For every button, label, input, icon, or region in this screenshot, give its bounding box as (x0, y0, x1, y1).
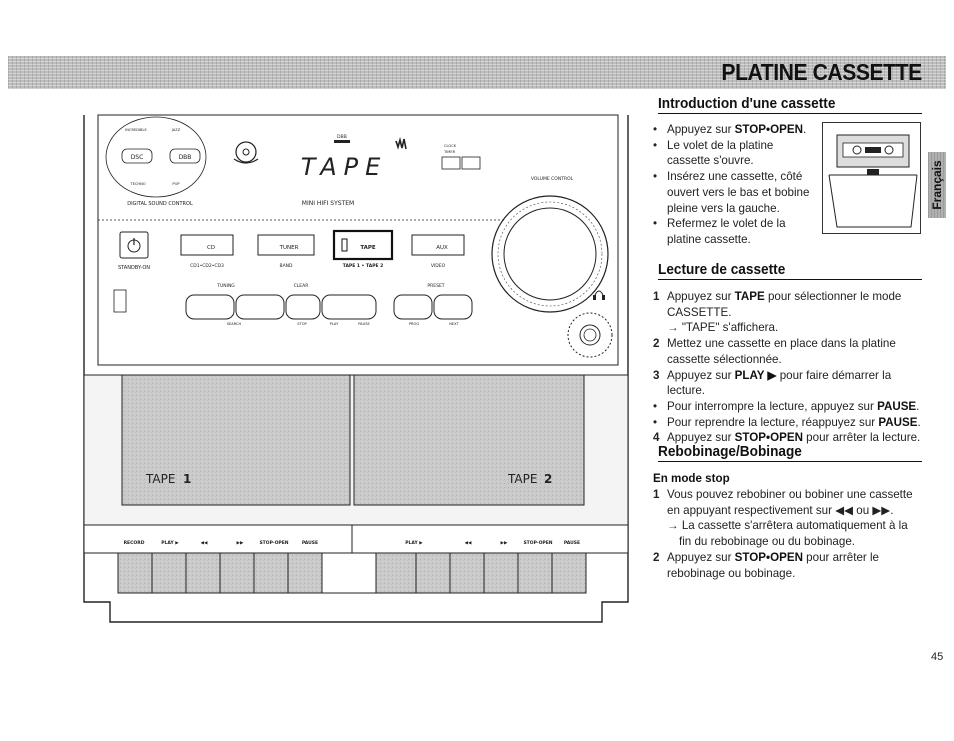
svg-text:PLAY ▶: PLAY ▶ (405, 540, 423, 546)
svg-text:PROG: PROG (409, 322, 419, 326)
header-band: PLATINE CASSETTE (8, 56, 946, 89)
svg-text:TUNER: TUNER (279, 245, 299, 251)
cassette-insertion-figure (822, 122, 921, 234)
source-aux-button: AUX VIDEO (411, 234, 465, 269)
digital-sound-control-label: DIGITAL SOUND CONTROL (127, 201, 193, 207)
volume-control-label: VOLUME CONTROL (531, 176, 574, 182)
page-number: 45 (931, 651, 944, 663)
section-title-intro: Introduction d'une cassette (658, 96, 922, 114)
svg-text:RECORD: RECORD (124, 540, 145, 546)
tape-deck-2: TAPE 2 (353, 374, 585, 506)
incredible-label: INCREDIBLE (125, 128, 147, 132)
svg-text:1: 1 (183, 472, 191, 486)
section-title-lecture: Lecture de cassette (658, 262, 922, 280)
transport-button-row: TUNING CLEAR PRESET SEARCH STOP PLAY PAU… (113, 283, 473, 326)
svg-text:TAPE: TAPE (145, 472, 175, 486)
svg-text:◀◀: ◀◀ (465, 541, 472, 546)
techno-label: TECHNO (129, 182, 145, 186)
svg-text:◀◀: ◀◀ (201, 541, 208, 546)
list-item: •Le volet de la platine cassette s'ouvre… (653, 138, 774, 168)
dbb-display-indicator: DBB (337, 134, 347, 140)
list-item: •Appuyez sur STOP•OPEN. (653, 123, 807, 136)
svg-text:PLAY: PLAY (330, 322, 339, 326)
svg-text:TAPE: TAPE (360, 245, 376, 251)
source-cd-button: CD CD1•CD2•CD3 (180, 234, 234, 269)
svg-text:▶▶: ▶▶ (237, 541, 244, 546)
svg-text:NEXT: NEXT (449, 322, 459, 326)
dbb-button-label: DBB (179, 154, 192, 161)
svg-text:TAPE: TAPE (507, 472, 537, 486)
display-tape-text: TAPE (301, 153, 388, 181)
svg-text:PAUSE: PAUSE (358, 322, 370, 326)
page-title: PLATINE CASSETTE (721, 59, 923, 85)
svg-text:PAUSE: PAUSE (302, 540, 318, 546)
disc-icon (233, 141, 259, 164)
svg-text:PRESET: PRESET (427, 283, 444, 289)
dsc-label: DSC (131, 154, 144, 161)
svg-text:2: 2 (544, 472, 552, 486)
svg-text:CD1•CD2•CD3: CD1•CD2•CD3 (190, 263, 224, 269)
volume-knob (491, 195, 609, 313)
headphone-icon (593, 290, 605, 300)
svg-text:PLAY ▶: PLAY ▶ (161, 540, 179, 546)
svg-text:SEARCH: SEARCH (227, 322, 242, 326)
standby-button: STANDBY-ON (118, 231, 150, 271)
list-item: •Pour reprendre la lecture, réappuyez su… (653, 415, 921, 429)
svg-text:PAUSE: PAUSE (564, 540, 580, 546)
deck-keys (117, 552, 587, 594)
source-tuner-button: TUNER BAND (257, 234, 315, 269)
svg-text:AUX: AUX (436, 245, 448, 251)
intro-list: •Appuyez sur STOP•OPEN. •Le volet de la … (653, 122, 813, 248)
hifi-illustration: DSC DBB INCREDIBLE JAZZ TECHNO POP DIGIT… (76, 107, 636, 625)
svg-text:STOP·OPEN: STOP·OPEN (523, 540, 552, 546)
jazz-label: JAZZ (171, 128, 181, 132)
svg-text:CLEAR: CLEAR (294, 283, 309, 289)
svg-text:TAPE 1 • TAPE 2: TAPE 1 • TAPE 2 (343, 263, 384, 269)
standby-label: STANDBY-ON (118, 265, 150, 271)
timer-label: TIMER (443, 150, 456, 154)
source-tape-button: TAPE TAPE 1 • TAPE 2 (332, 229, 394, 269)
svg-text:CD: CD (207, 245, 215, 251)
svg-text:TUNING: TUNING (216, 283, 235, 289)
list-item: •Refermez le volet de la platine cassett… (653, 217, 786, 246)
clock-label: CLOCK (444, 144, 457, 148)
svg-text:▶▶: ▶▶ (501, 541, 508, 546)
list-item: •Pour interrompre la lecture, appuyez su… (653, 399, 920, 413)
svg-text:STOP·OPEN: STOP·OPEN (259, 540, 288, 546)
section-title-rebobinage: Rebobinage/Bobinage (658, 444, 922, 462)
list-item: •Insérez une cassette, côté ouvert vers … (653, 170, 810, 215)
deck2-control-labels: PLAY ▶ ◀◀ ▶▶ STOP·OPEN PAUSE (405, 540, 580, 546)
subheading-en-mode-stop: En mode stop (653, 472, 730, 485)
svg-text:BAND: BAND (280, 263, 294, 269)
svg-text:VIDEO: VIDEO (431, 263, 446, 269)
pop-label: POP (172, 182, 180, 186)
tape-deck-1: TAPE 1 (121, 374, 351, 506)
svg-text:STOP: STOP (297, 322, 307, 326)
deck1-control-labels: RECORD PLAY ▶ ◀◀ ▶▶ STOP·OPEN PAUSE (124, 540, 319, 546)
mini-hifi-label: MINI HIFI SYSTEM (302, 200, 354, 207)
language-tab: Français (928, 152, 946, 218)
sound-control-cluster: DSC DBB INCREDIBLE JAZZ TECHNO POP DIGIT… (105, 116, 207, 207)
